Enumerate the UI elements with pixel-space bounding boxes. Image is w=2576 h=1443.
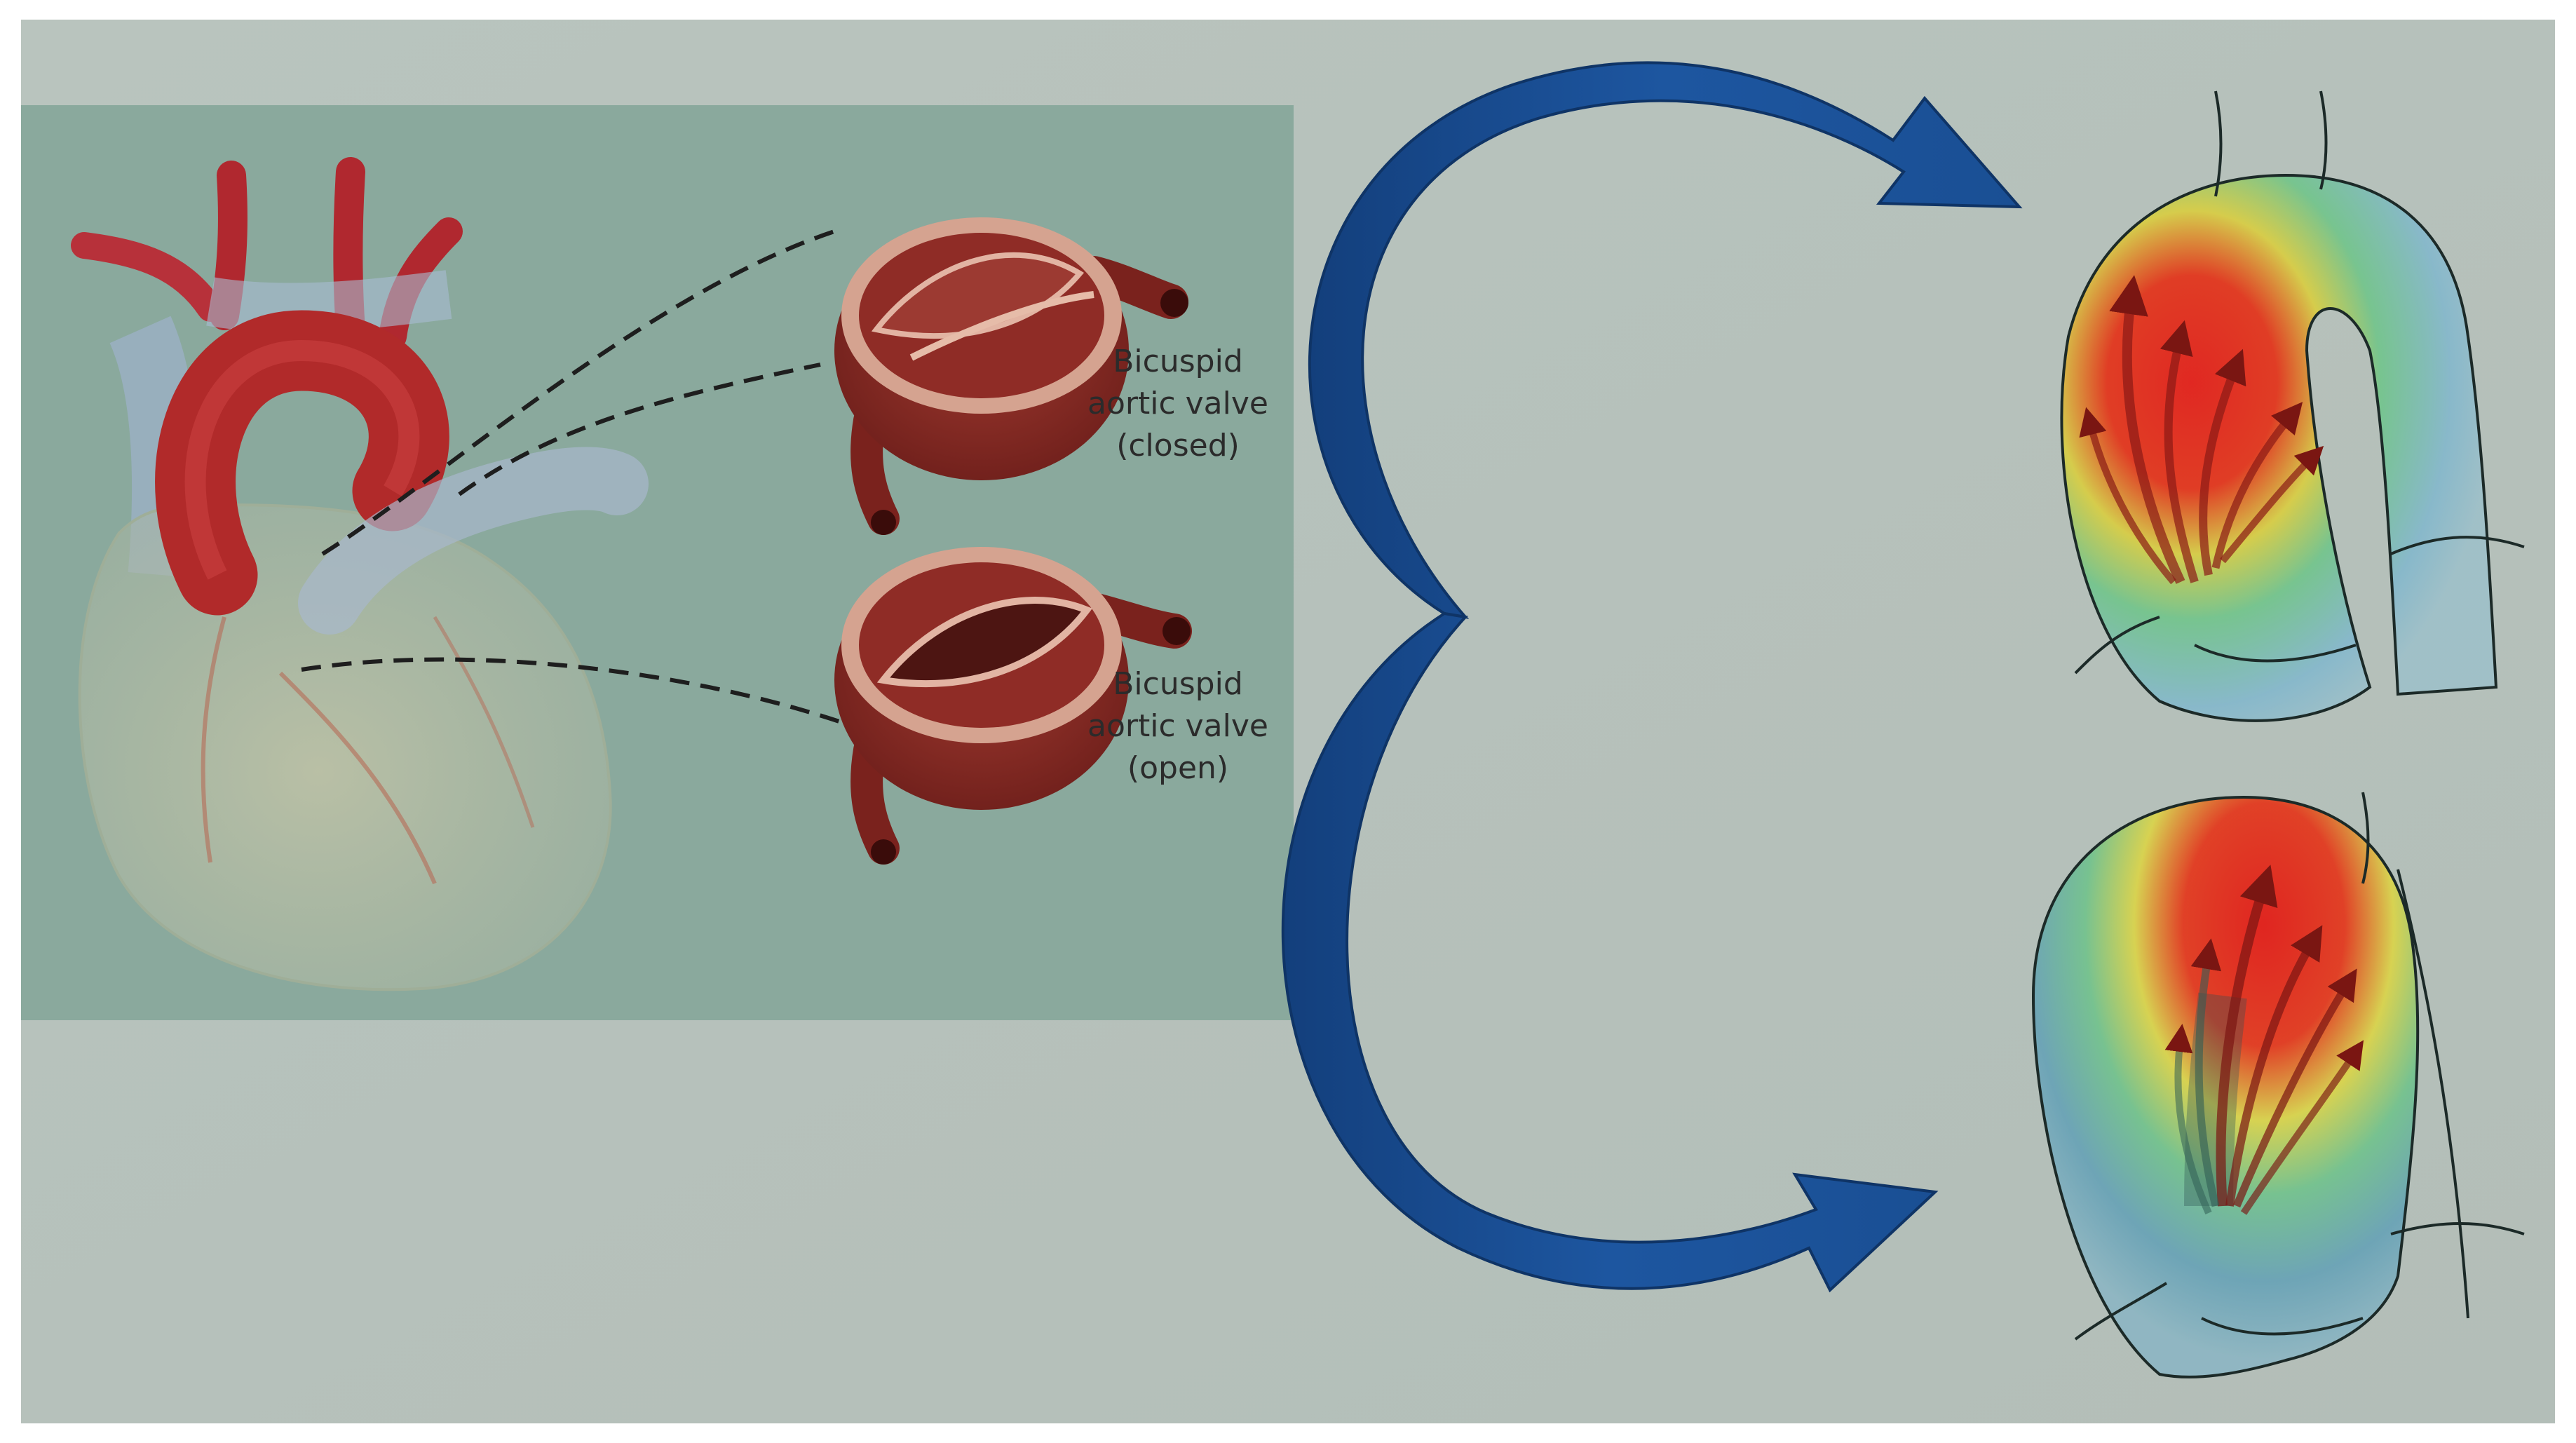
label-closed-line1: Bicuspid — [1113, 344, 1243, 379]
leader-line-closed-lower — [458, 363, 821, 496]
leader-line-open — [301, 657, 842, 724]
curved-arrow-lower-icon — [1281, 611, 1939, 1293]
label-closed-line3: (closed) — [1116, 428, 1240, 463]
valve-closed-icon — [834, 217, 1188, 535]
curved-arrow-upper-icon — [1308, 61, 2023, 619]
heart-illustration-icon — [71, 157, 649, 991]
label-open-line2: aortic valve — [1087, 708, 1268, 744]
label-open-line3: (open) — [1127, 750, 1228, 786]
label-open-line1: Bicuspid — [1113, 666, 1243, 702]
aorta-heatmap-lower-icon — [2031, 792, 2525, 1378]
valve-open-icon — [834, 547, 1192, 865]
label-closed-line2: aortic valve — [1087, 386, 1268, 421]
leader-line-closed — [321, 229, 835, 556]
aorta-heatmap-upper-icon — [2060, 90, 2525, 722]
